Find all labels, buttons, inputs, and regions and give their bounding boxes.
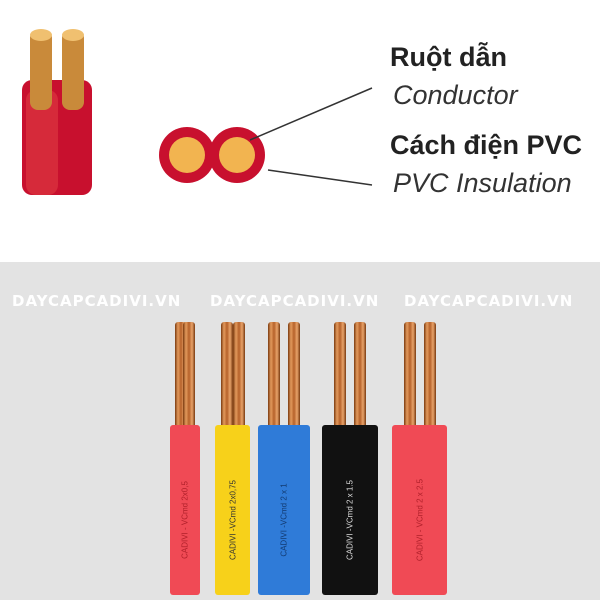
cable-print-text: CADIVI -VCmd 2x0,75 <box>228 479 237 561</box>
copper-wire <box>423 322 436 432</box>
watermark: DAYCAPCADIVI.VN <box>12 292 182 310</box>
cable: CADIVI -VCmd 2x0,75 <box>215 425 250 595</box>
copper-wire <box>334 322 346 432</box>
copper-wire <box>232 322 245 432</box>
copper-wire <box>403 322 416 432</box>
cross-section-panel: Ruột dẫn Conductor Cách điện PVC PVC Ins… <box>0 0 600 262</box>
cable-print-text: CADIVI - VCmd 2x0,5 <box>180 481 190 559</box>
cable-print-text: CADIVI -VCmd 2 x 1.5 <box>345 479 355 561</box>
insulation-label-vi: Cách điện PVC <box>390 130 583 160</box>
conductor-label-en: Conductor <box>393 80 518 110</box>
cable: CADIVI -VCmd 2 x 1 <box>258 425 310 595</box>
cable-print-text: CADIVI -VCmd 2 x 1 <box>279 483 289 557</box>
copper-wire <box>268 322 280 432</box>
copper-wire <box>354 322 366 432</box>
cable-print-text: CADIVI - VCmd 2 x 2.5 <box>415 478 424 562</box>
watermark: DAYCAPCADIVI.VN <box>404 292 574 310</box>
cable: CADIVI - VCmd 2x0,5 <box>170 425 200 595</box>
copper-wire <box>220 322 233 432</box>
copper-wire <box>183 322 195 432</box>
cable: CADIVI - VCmd 2 x 2.5 <box>392 425 447 595</box>
watermark: DAYCAPCADIVI.VN <box>210 292 380 310</box>
copper-wire <box>288 322 300 432</box>
conductor-label-vi: Ruột dẫn <box>390 42 507 72</box>
cable-illustration <box>22 29 373 195</box>
cable: CADIVI -VCmd 2 x 1.5 <box>322 425 378 595</box>
insulation-label-en: PVC Insulation <box>393 168 572 198</box>
